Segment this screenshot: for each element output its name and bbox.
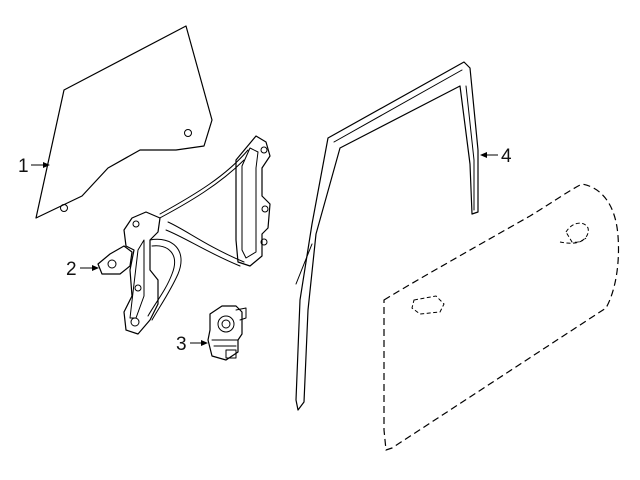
window-regulator-part[interactable]	[97, 135, 271, 335]
callout-label-4: 4	[501, 146, 512, 167]
callout-label-1: 1	[18, 156, 29, 177]
callout-label-3: 3	[176, 334, 187, 355]
door-frame-part[interactable]	[295, 61, 479, 411]
arrowhead-3	[201, 340, 208, 346]
callout-3: 3	[176, 334, 208, 355]
callout-1: 1	[18, 156, 50, 177]
callout-label-2: 2	[66, 259, 77, 280]
door-shell-outline	[383, 183, 620, 451]
callout-4: 4	[480, 146, 512, 167]
regulator-motor-part[interactable]	[207, 305, 247, 361]
arrowhead-4	[480, 152, 487, 158]
door-glass-part[interactable]	[35, 25, 213, 219]
arrowhead-2	[92, 265, 99, 271]
arrowhead-1	[43, 162, 50, 168]
callout-2: 2	[66, 259, 99, 280]
